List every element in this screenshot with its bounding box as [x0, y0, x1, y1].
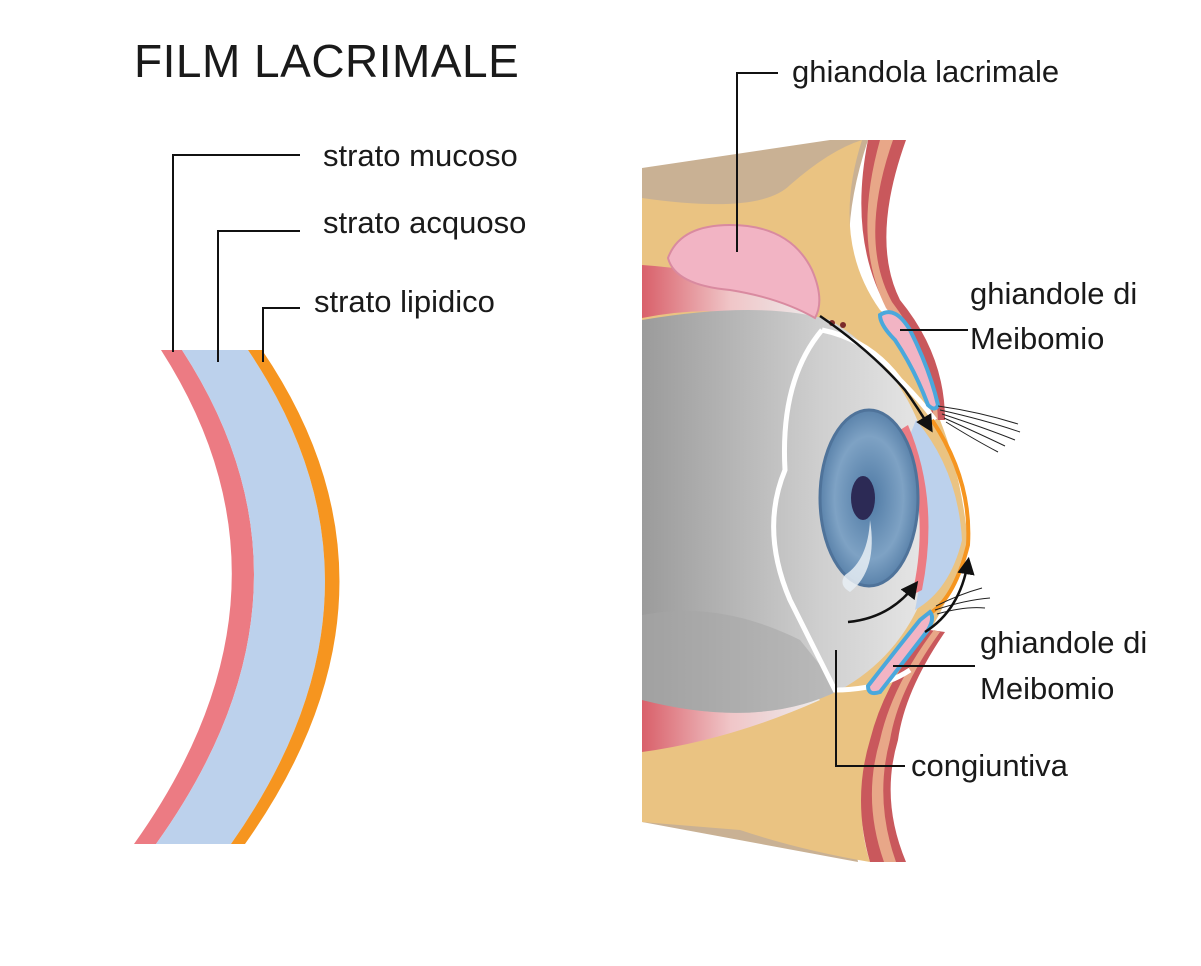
label-meibomian-lower-line2: Meibomio: [980, 671, 1115, 706]
label-lipid-layer: strato lipidico: [314, 284, 495, 319]
iris-ring: [818, 408, 920, 588]
pupil: [851, 476, 875, 520]
layer-leader-lines: [172, 154, 300, 362]
gland-duct-dot: [840, 322, 846, 328]
leader-conjunctiva: [835, 650, 905, 767]
eye-leader-lines: [736, 72, 975, 767]
conjunctiva-outline: [771, 328, 912, 693]
tear-flow-arrows: [819, 314, 975, 634]
eyeball-lower-shadow: [642, 610, 840, 713]
lipid-layer-shape: [231, 350, 340, 844]
conjunctiva-upper-fold: [821, 327, 937, 422]
cornea-lipid: [930, 418, 971, 614]
label-meibomian-lower-line1: ghiandole di: [980, 625, 1148, 660]
label-conjunctiva: congiuntiva: [911, 748, 1068, 783]
arrow-lower-inner: [847, 580, 919, 624]
mucous-layer-shape: [134, 350, 254, 844]
meibomian-gland-lower: [865, 609, 935, 696]
iris-reflection: [842, 520, 872, 592]
eyelid-muscle-band: [861, 140, 945, 420]
lower-eyelashes: [934, 587, 991, 615]
leader-lacrimal-gland: [736, 72, 778, 252]
upper-eyelashes: [937, 405, 1021, 453]
label-meibomian-upper-line1: ghiandole di: [970, 276, 1138, 311]
diagram-title: FILM LACRIMALE: [134, 35, 520, 87]
leader-aqueous: [217, 230, 300, 362]
lacrimal-gland: [666, 223, 821, 320]
meibomian-gland-upper: [877, 310, 941, 411]
cornea-mucous: [900, 425, 929, 595]
aqueous-layer-shape: [156, 350, 325, 844]
lower-eyelid-skin-highlight: [871, 630, 940, 862]
arrow-lower-outer: [924, 556, 975, 634]
label-mucous-layer: strato mucoso: [323, 138, 518, 173]
arrow-gland-to-cornea: [819, 314, 933, 433]
label-meibomian-upper-line2: Meibomio: [970, 321, 1105, 356]
label-lacrimal-gland: ghiandola lacrimale: [792, 54, 1060, 89]
tear-film-layers: [134, 350, 340, 844]
eye-cross-section: [642, 72, 1021, 862]
leader-mucous: [172, 154, 300, 352]
leader-lipid: [262, 307, 300, 362]
label-aqueous-layer: strato acquoso: [323, 205, 527, 240]
